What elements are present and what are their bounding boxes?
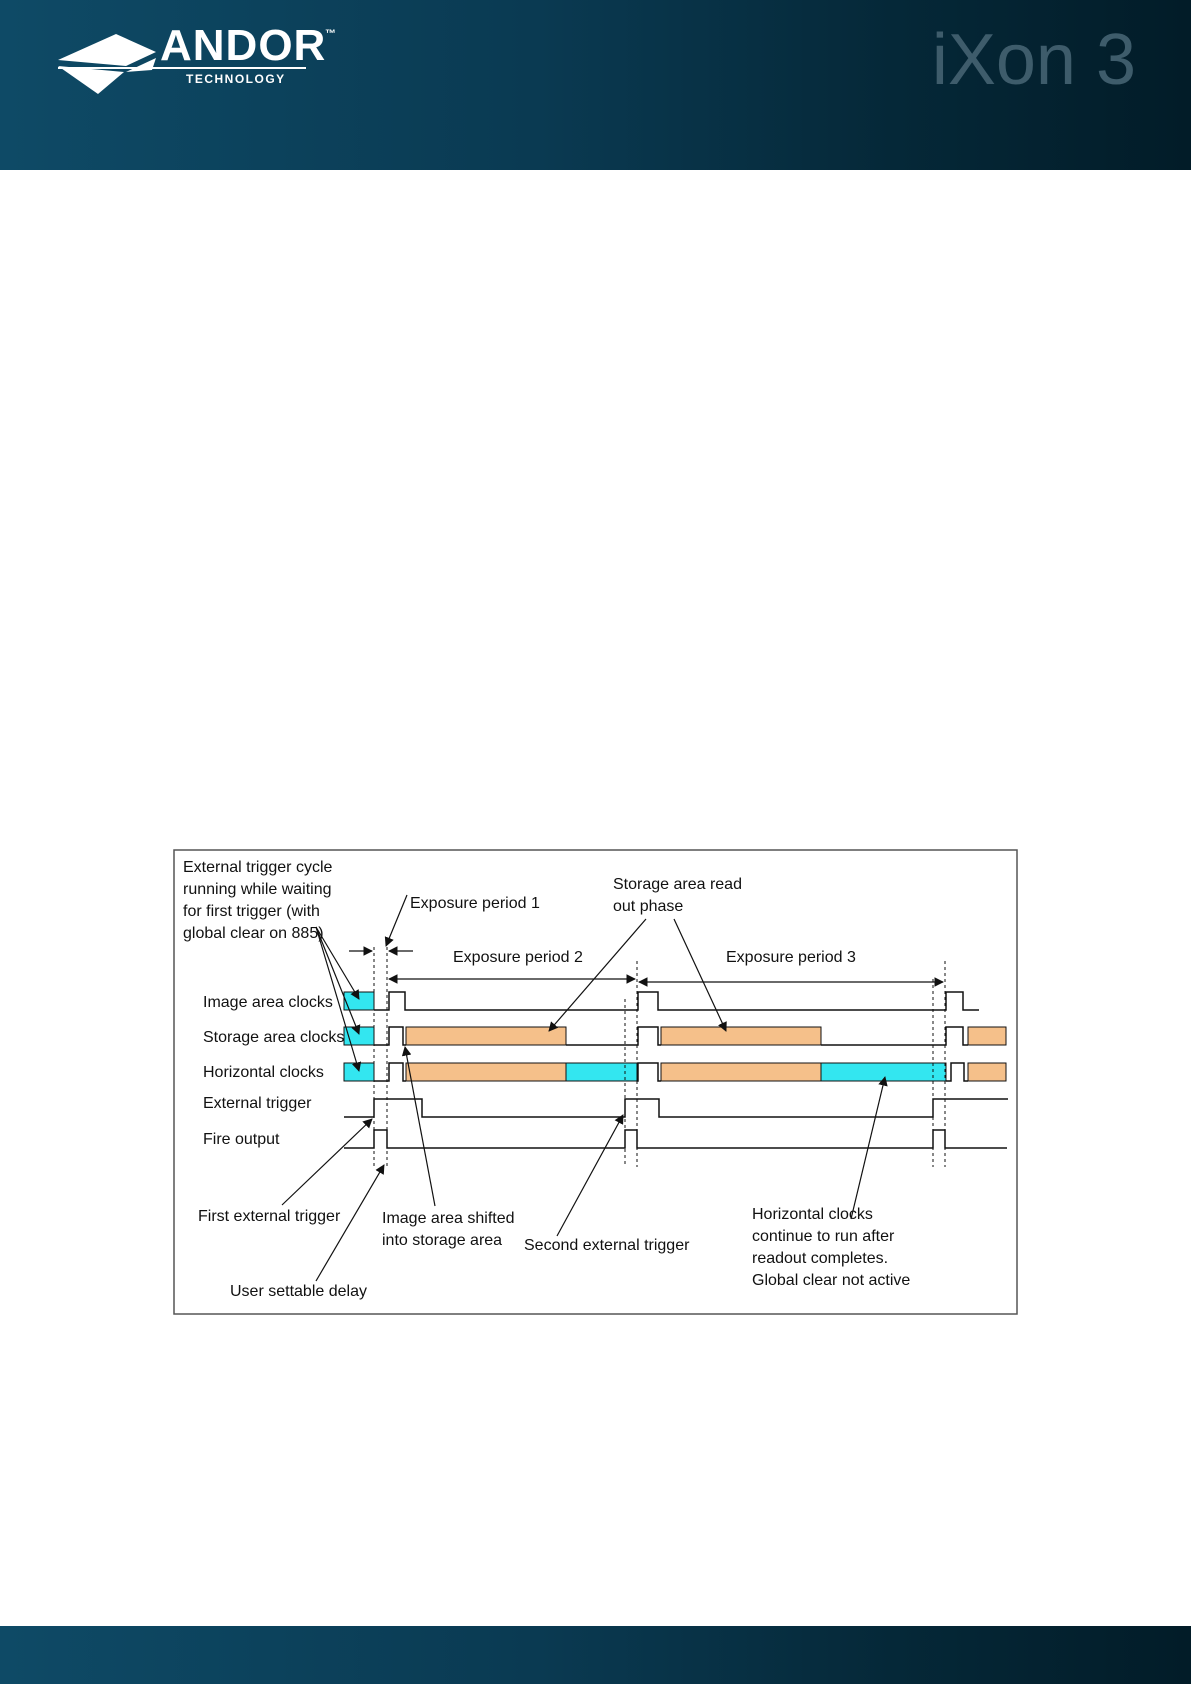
signal-label-image-area-clocks: Image area clocks	[203, 994, 333, 1011]
footer-banner	[0, 1626, 1191, 1684]
orange-blocks	[405, 1026, 1007, 1082]
brand-name: ANDOR	[160, 21, 327, 70]
diagram-frame	[173, 849, 1018, 1315]
cycle-note: External trigger cycle running while wai…	[183, 859, 337, 942]
image-shift-note: Image area shifted into storage area	[382, 1210, 519, 1249]
user-delay-note: User settable delay	[230, 1283, 367, 1300]
andor-logo-icon	[58, 34, 306, 94]
signal-label-fire-output: Fire output	[203, 1131, 280, 1148]
header-banner: ANDOR ™ TECHNOLOGY iXon 3	[0, 0, 1191, 170]
first-trigger-note: First external trigger	[198, 1208, 341, 1225]
brand-subtitle: TECHNOLOGY	[186, 72, 286, 86]
second-trigger-note: Second external trigger	[524, 1237, 690, 1254]
signal-label-external-trigger: External trigger	[203, 1095, 312, 1112]
signal-label-horizontal-clocks: Horizontal clocks	[203, 1064, 324, 1081]
exposure-period-3-label: Exposure period 3	[726, 949, 856, 966]
readout-phase-note: Storage area read out phase	[613, 876, 746, 915]
exposure-period-1-label: Exposure period 1	[410, 895, 540, 912]
horizontal-clock-note: Horizontal clocks continue to run after …	[752, 1206, 910, 1289]
pointer-arrows	[281, 894, 888, 1282]
signal-label-storage-area-clocks: Storage area clocks	[203, 1029, 344, 1046]
timing-diagram: External trigger cycle running while wai…	[173, 849, 1018, 1315]
brand-trademark: ™	[325, 28, 336, 40]
timing-guides	[373, 947, 946, 1169]
exposure-period-2-label: Exposure period 2	[453, 949, 583, 966]
product-name: iXon 3	[931, 20, 1136, 100]
timing-diagram-svg: External trigger cycle running while wai…	[173, 849, 1018, 1315]
